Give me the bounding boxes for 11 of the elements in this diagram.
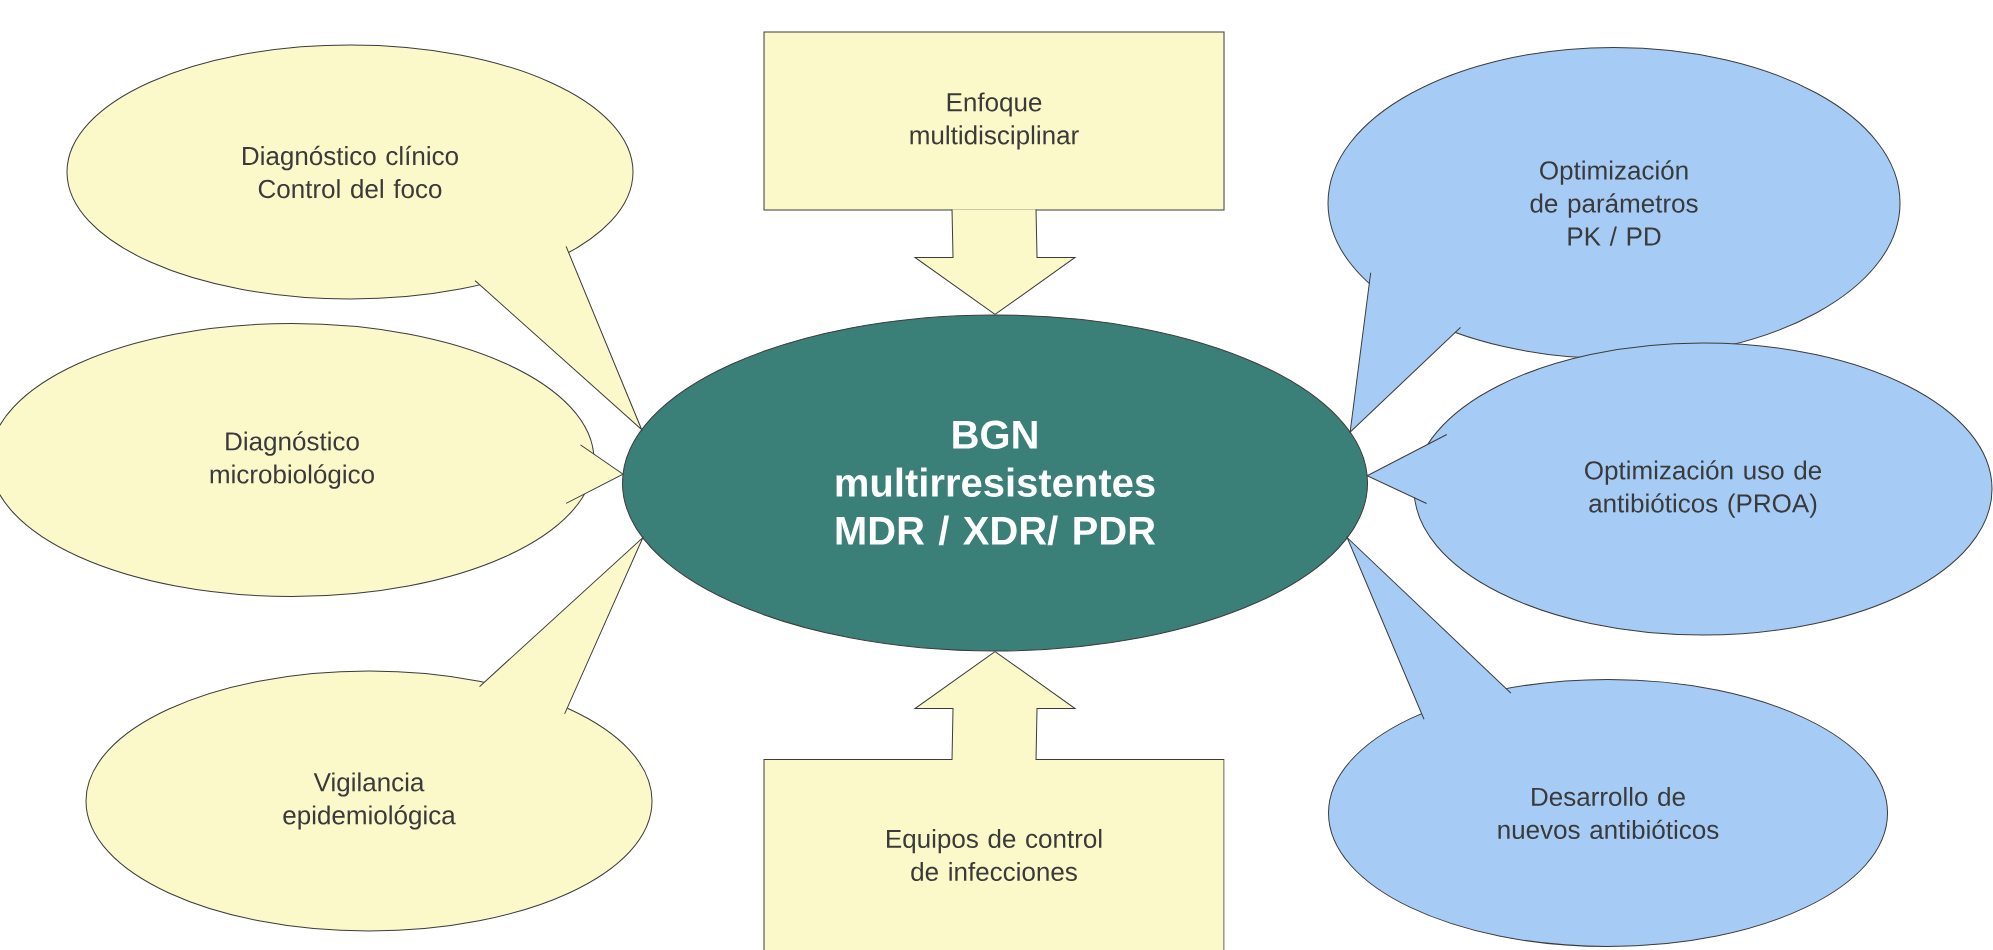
speech-bubble: Diagnóstico microbiológico bbox=[0, 323, 624, 597]
text-box: Equipos de control de infecciones bbox=[763, 759, 1225, 950]
speech-bubble: Vigilancia epidemiológica bbox=[85, 537, 653, 932]
speech-bubble: Diagnóstico clínico Control del foco bbox=[66, 44, 643, 431]
speech-bubble: Optimización uso de antibióticos (PROA) bbox=[1366, 342, 1993, 636]
block-arrow bbox=[914, 651, 1076, 761]
block-arrow bbox=[914, 209, 1076, 315]
text-box: Enfoque multidisciplinar bbox=[763, 31, 1225, 211]
node-label: Desarrollo de nuevos antibióticos bbox=[1498, 786, 1719, 840]
speech-bubble: Desarrollo de nuevos antibióticos bbox=[1328, 537, 1889, 947]
speech-bubble: Optimización de parámetros PK / PD bbox=[1327, 47, 1901, 433]
